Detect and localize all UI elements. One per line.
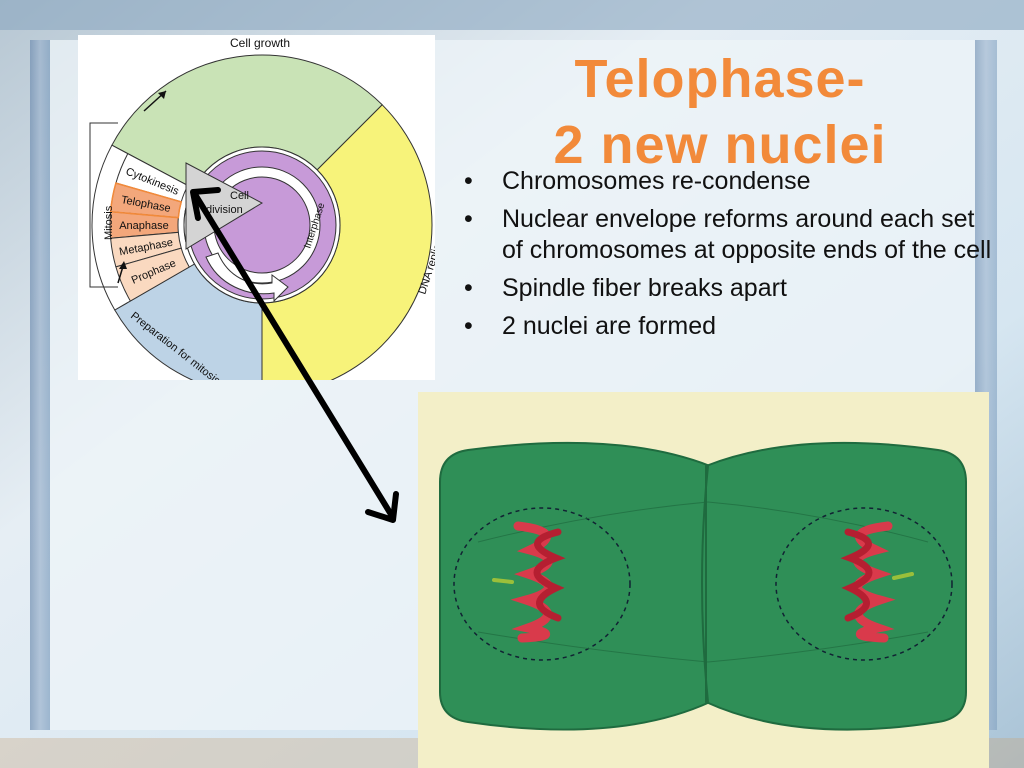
prep-arrowhead-icon — [119, 261, 127, 269]
title-line-2: 2 new nuclei — [553, 115, 887, 175]
bullet-item: Spindle fiber breaks apart — [462, 273, 992, 304]
title-line-1: Telophase- — [574, 49, 866, 109]
phase-wedge-prophase — [115, 247, 190, 302]
label-division: division — [206, 204, 243, 216]
chromosomes-right — [840, 521, 914, 643]
bullet-item: Chromosomes re-condense — [462, 166, 992, 197]
telophase-highlight — [109, 182, 183, 219]
telophase-cell-illustration — [418, 392, 989, 768]
spindle-lines — [477, 501, 929, 663]
label-cell-growth: Cell growth — [230, 36, 290, 50]
mitosis-bracket — [89, 122, 118, 288]
daughter-cell-right — [705, 441, 967, 731]
slide-title: Telophase- 2 new nuclei — [470, 46, 970, 178]
bullet-item: 2 nuclei are formed — [462, 311, 992, 342]
label-mitosis: Mitosis — [103, 205, 115, 240]
nucleus-left — [453, 507, 631, 661]
label-cell: Cell — [230, 190, 249, 202]
cell-cycle-diagram: Cell growth DNA replication Preparation … — [78, 35, 435, 380]
nucleus-right — [775, 507, 953, 661]
phase-label-anaphase: Anaphase — [119, 220, 169, 232]
bullet-item: Nuclear envelope reforms around each set… — [462, 204, 992, 266]
phase-wedges — [109, 152, 190, 302]
chromosomes-left — [492, 521, 566, 643]
daughter-cell-left — [439, 441, 711, 731]
cleavage-furrow — [701, 465, 709, 703]
growth-arrowhead-icon — [158, 91, 166, 99]
phase-wedge-metaphase — [110, 231, 182, 268]
bullet-list: Chromosomes re-condense Nuclear envelope… — [462, 166, 992, 349]
